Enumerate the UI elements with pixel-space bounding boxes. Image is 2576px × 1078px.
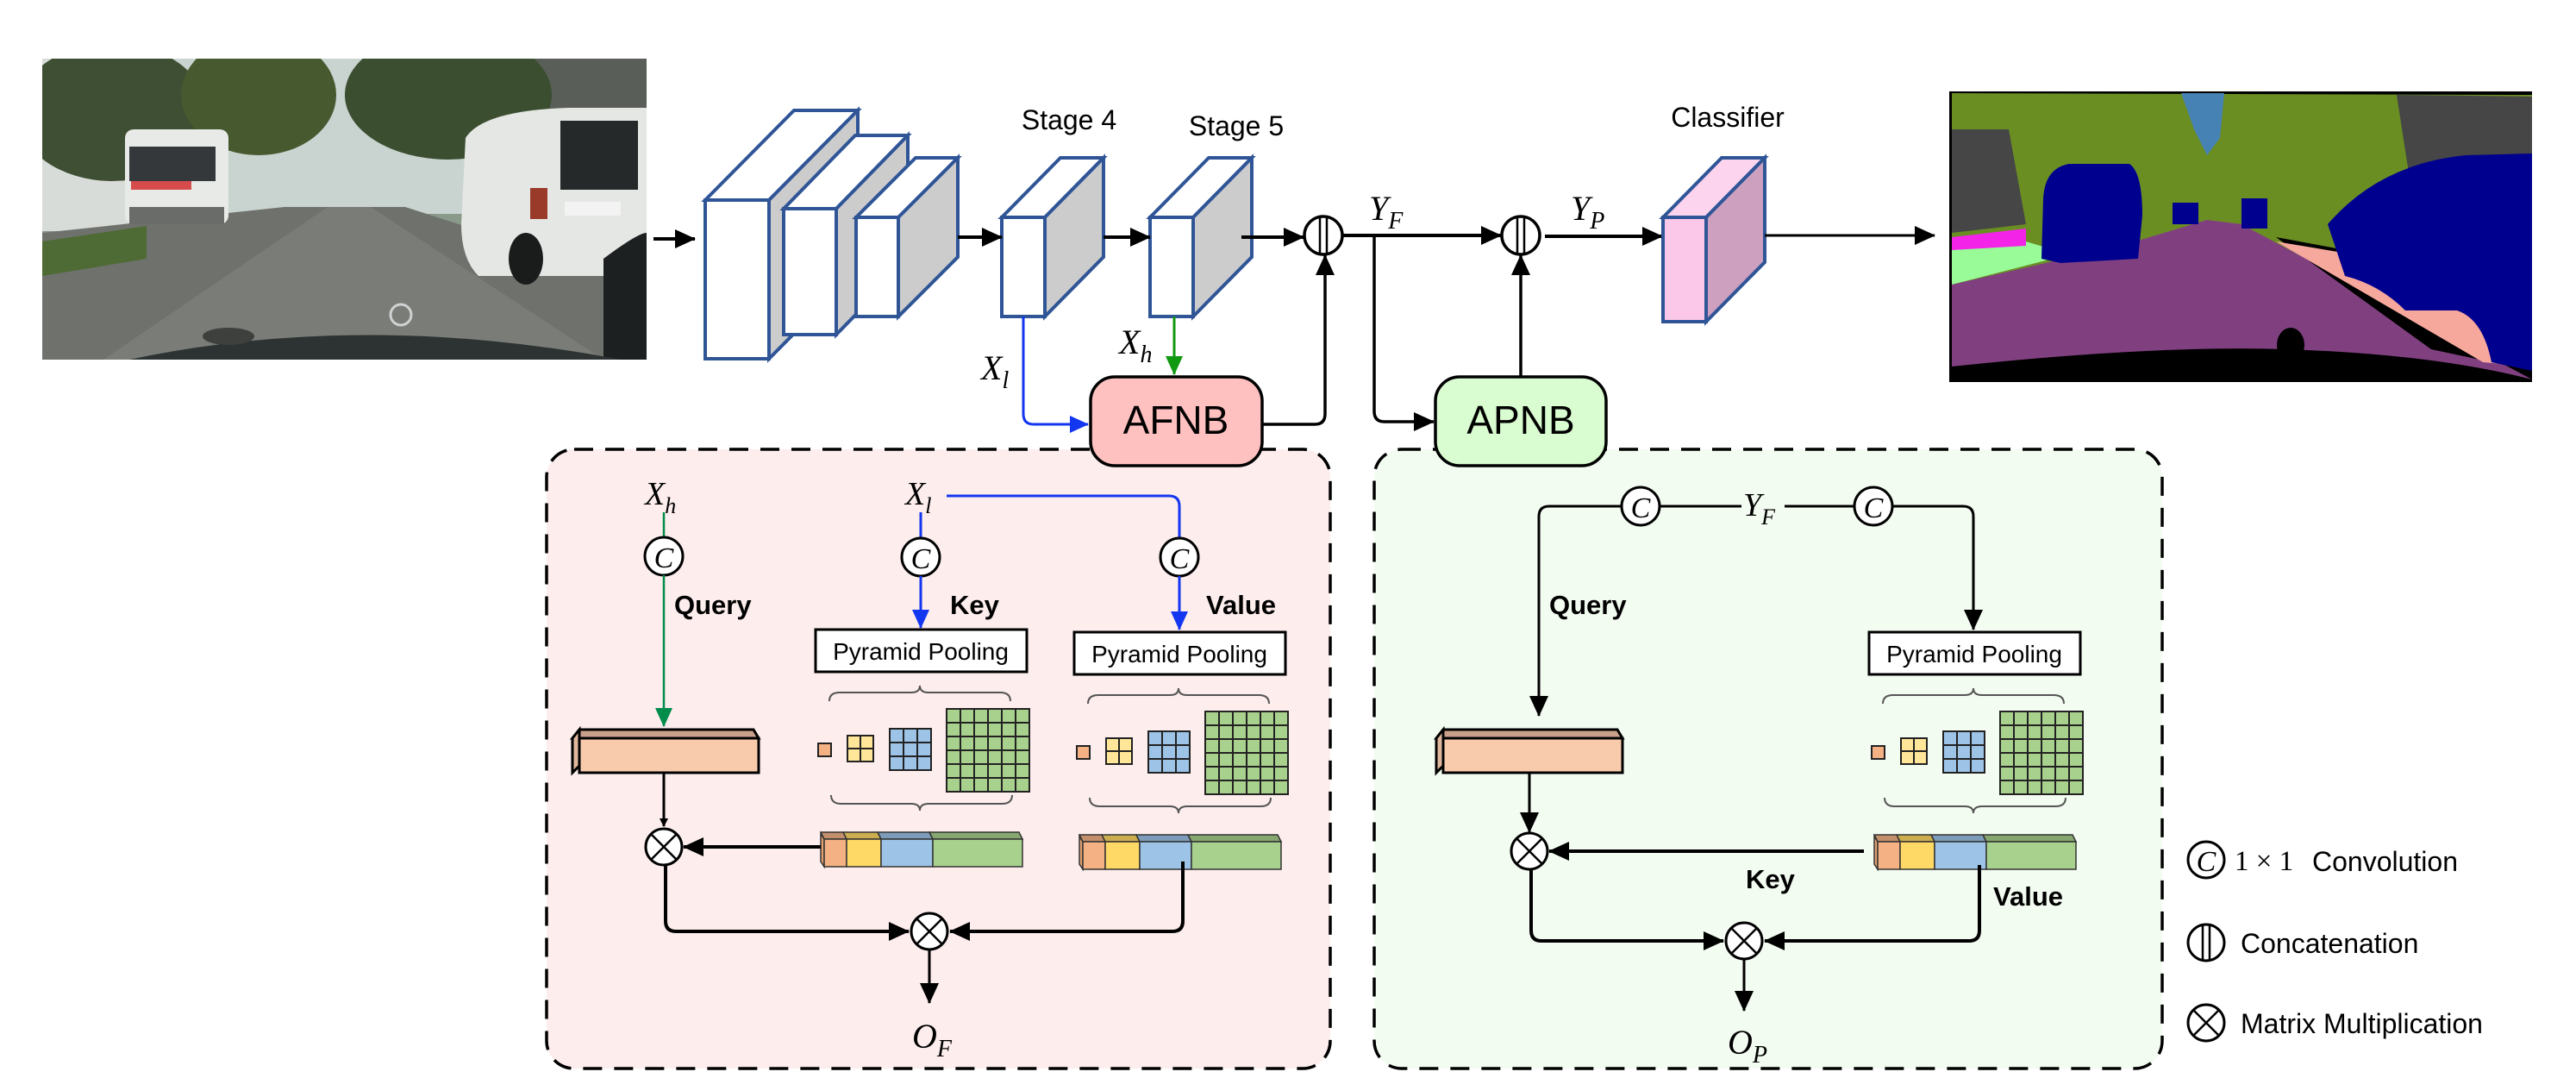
apnb-query-label: Query [1549, 590, 1627, 620]
pyramid-pooling-label: Pyramid Pooling [1091, 641, 1267, 667]
pool-6x6 [1204, 711, 1289, 795]
backbone-block-3 [852, 154, 962, 321]
afnb-query-bar [569, 725, 761, 776]
legend-conv: C 1 × 1 Convolution [2186, 840, 2458, 880]
matmul-node-apnb-1 [1510, 831, 1549, 871]
concat-icon [2186, 923, 2226, 962]
pyramid-pooling-label: Pyramid Pooling [1886, 641, 2062, 667]
conv-node-value: C [1159, 536, 1200, 578]
stage5-block [1146, 154, 1256, 321]
pool-2x2 [847, 735, 874, 762]
pool-6x6 [1999, 711, 2084, 795]
yf-to-apnb [1372, 235, 1435, 431]
svg-text:C: C [2197, 846, 2216, 878]
classifier-block [1659, 154, 1769, 326]
pool-2x2 [1105, 737, 1133, 765]
pyramid-pooling-box: Pyramid Pooling [814, 628, 1029, 674]
legend-concat: Concatenation [2186, 923, 2418, 962]
xl-label: Xl [979, 348, 1009, 394]
apnb-detail: C YF C Query Pyramid Pooling Key Value [1433, 486, 2084, 1069]
classifier-label: Classifier [1671, 102, 1785, 133]
yp-label: YP [1571, 189, 1604, 235]
brace-top [828, 685, 1011, 702]
afnb-detail: Xh C Query Xl C C Key Value Pyramid Pool… [569, 476, 1289, 1062]
afnb-query-label: Query [674, 590, 752, 620]
conv-node-key: C [900, 536, 941, 578]
apnb-value-label: Value [1993, 881, 2063, 912]
afnb-xl-label: Xl [903, 476, 931, 518]
svg-text:C: C [1170, 543, 1190, 575]
segmentation-output [1949, 91, 2532, 382]
stage5-label: Stage 5 [1189, 110, 1284, 141]
afnb-module: AFNB [1089, 375, 1264, 467]
apnb-label: APNB [1466, 398, 1574, 442]
conv-node-apnb-query: C [1620, 486, 1661, 527]
pyramid-pooling-box: Pyramid Pooling [1867, 630, 2082, 676]
conv-node-query: C [643, 536, 685, 577]
apnb-yf-label: YF [1743, 487, 1776, 530]
legend: C 1 × 1 Convolution Concatenation Matrix… [2186, 840, 2483, 1043]
svg-text:C: C [1631, 492, 1651, 524]
svg-text:C: C [911, 543, 931, 575]
concat-feature-bar [1078, 834, 1283, 872]
afnb-key-label: Key [950, 590, 1000, 620]
svg-text:C: C [1864, 492, 1884, 524]
conv-node-apnb-kv: C [1853, 486, 1894, 527]
pool-3x3 [1942, 730, 1985, 774]
afnb-pyramid-key: Pyramid Pooling [814, 628, 1030, 869]
svg-text:1 × 1: 1 × 1 [2235, 846, 2293, 877]
brace-top [1882, 687, 2065, 705]
legend-matmul: Matrix Multiplication [2186, 1003, 2483, 1043]
concat-node-1 [1303, 215, 1344, 256]
pool-2x2 [1900, 737, 1928, 765]
concat-feature-bar [819, 831, 1024, 869]
afnb-to-concat1 [1262, 254, 1335, 426]
xl-connector [1022, 317, 1089, 433]
afnb-label: AFNB [1123, 398, 1229, 442]
afnb-value-label: Value [1206, 590, 1276, 620]
concat-node-2 [1500, 215, 1541, 256]
apnb-query-bar [1433, 725, 1625, 776]
pyramid-pooling-label: Pyramid Pooling [833, 638, 1009, 665]
matmul-icon [2186, 1003, 2226, 1043]
afnb-output-label: OF [912, 1017, 953, 1062]
legend-concat-label: Concatenation [2241, 928, 2418, 959]
pool-1x1 [1871, 745, 1885, 760]
xh-label: Xh [1117, 323, 1152, 368]
apnb-detail-panel [1372, 448, 2164, 1070]
apnb-module: APNB [1434, 375, 1608, 467]
afnb-xh-label: Xh [643, 476, 676, 518]
concat-feature-bar [1873, 834, 2078, 872]
afnb-detail-panel [545, 448, 1332, 1070]
matmul-node-apnb-2 [1724, 921, 1764, 961]
stage4-label: Stage 4 [1022, 104, 1116, 135]
pool-1x1 [817, 743, 832, 757]
apnb-pyramid: Pyramid Pooling [1867, 630, 2084, 872]
input-photo [42, 59, 647, 360]
brace-bottom [1884, 797, 2066, 814]
svg-text:C: C [654, 542, 674, 574]
legend-conv-label: Convolution [2312, 846, 2458, 877]
apnb-output-label: OP [1728, 1023, 1767, 1069]
conv-icon [2186, 840, 2226, 880]
afnb-pyramid-value: Pyramid Pooling [1072, 630, 1289, 872]
pool-3x3 [889, 728, 932, 771]
brace-top [1087, 687, 1270, 705]
pyramid-pooling-box: Pyramid Pooling [1072, 630, 1287, 676]
brace-bottom [830, 794, 1013, 812]
apnb-key-label: Key [1746, 864, 1796, 894]
pool-3x3 [1147, 730, 1191, 774]
stage4-block [997, 154, 1108, 321]
pool-6x6 [946, 708, 1030, 793]
pool-1x1 [1076, 745, 1091, 760]
matmul-node-afnb-2 [910, 912, 949, 951]
brace-bottom [1089, 797, 1272, 814]
yf-label: YF [1369, 189, 1404, 235]
backbone-blocks [701, 106, 1256, 363]
matmul-node-afnb-1 [644, 827, 684, 867]
legend-matmul-label: Matrix Multiplication [2241, 1008, 2483, 1039]
